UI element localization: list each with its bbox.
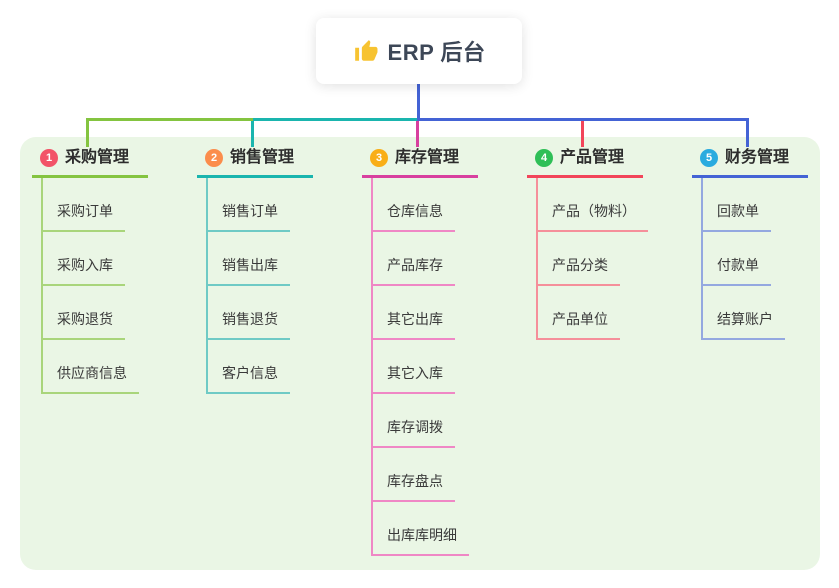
child-node-row: 仓库信息	[371, 178, 478, 232]
child-node[interactable]: 产品库存	[371, 255, 455, 286]
child-node[interactable]: 其它入库	[371, 363, 455, 394]
child-node-row: 产品分类	[536, 232, 648, 286]
child-node[interactable]: 结算账户	[701, 309, 785, 340]
root-node[interactable]: ERP 后台	[316, 18, 522, 84]
branch-number-badge: 1	[40, 149, 58, 167]
child-node[interactable]: 库存调拨	[371, 417, 455, 448]
child-node-row: 采购退货	[41, 286, 148, 340]
child-node-row: 回款单	[701, 178, 808, 232]
child-node-row: 其它出库	[371, 286, 478, 340]
branch-drop-line-1	[86, 121, 89, 147]
child-node-row: 其它入库	[371, 340, 478, 394]
child-node-row: 付款单	[701, 232, 808, 286]
branch-2: 2 销售管理销售订单销售出库销售退货客户信息	[197, 148, 313, 394]
child-node-row: 销售退货	[206, 286, 313, 340]
root-vertical-line	[417, 84, 420, 121]
child-node[interactable]: 采购退货	[41, 309, 125, 340]
branches-background-panel	[20, 137, 820, 570]
child-node[interactable]: 采购入库	[41, 255, 125, 286]
child-node[interactable]: 销售订单	[206, 201, 290, 232]
child-node-row: 产品单位	[536, 286, 648, 340]
child-node[interactable]: 产品单位	[536, 309, 620, 340]
child-node[interactable]: 其它出库	[371, 309, 455, 340]
branch-children: 销售订单销售出库销售退货客户信息	[206, 178, 313, 394]
trunk-right-blue	[417, 118, 749, 121]
trunk-left-green	[86, 118, 253, 121]
branch-number-badge: 5	[700, 149, 718, 167]
child-node-row: 库存盘点	[371, 448, 478, 502]
branch-node-label: 产品管理	[560, 149, 625, 166]
child-node[interactable]: 采购订单	[41, 201, 125, 232]
child-node-row: 库存调拨	[371, 394, 478, 448]
branch-node-4[interactable]: 4 产品管理	[527, 148, 643, 178]
child-node-row: 产品（物料）	[536, 178, 648, 232]
branch-number-badge: 4	[535, 149, 553, 167]
branch-drop-line-3	[416, 121, 419, 147]
branch-drop-line-5	[746, 121, 749, 147]
branch-node-1[interactable]: 1 采购管理	[32, 148, 148, 178]
branch-5: 5 财务管理回款单付款单结算账户	[692, 148, 808, 340]
branch-children: 产品（物料） 产品分类产品单位	[536, 178, 648, 340]
branch-drop-line-2	[251, 121, 254, 147]
child-node-row: 客户信息	[206, 340, 313, 394]
child-node[interactable]: 付款单	[701, 255, 771, 286]
child-node-row: 销售订单	[206, 178, 313, 232]
branch-node-label: 销售管理	[230, 149, 295, 166]
child-node-row: 销售出库	[206, 232, 313, 286]
child-node[interactable]: 库存盘点	[371, 471, 455, 502]
branch-number-badge: 3	[370, 149, 388, 167]
branch-node-5[interactable]: 5 财务管理	[692, 148, 808, 178]
child-node[interactable]: 供应商信息	[41, 363, 139, 394]
child-node[interactable]: 仓库信息	[371, 201, 455, 232]
root-node-title: ERP 后台	[387, 40, 486, 65]
child-node-row: 供应商信息	[41, 340, 148, 394]
child-node-row: 结算账户	[701, 286, 808, 340]
branch-node-label: 采购管理	[65, 149, 130, 166]
branch-3: 3 库存管理仓库信息产品库存其它出库其它入库库存调拨库存盘点出库库明细	[362, 148, 478, 556]
branch-node-label: 库存管理	[395, 149, 460, 166]
child-node-row: 采购入库	[41, 232, 148, 286]
branch-4: 4 产品管理产品（物料） 产品分类产品单位	[527, 148, 648, 340]
child-node[interactable]: 销售退货	[206, 309, 290, 340]
thumbs-up-icon	[354, 40, 377, 61]
branch-node-3[interactable]: 3 库存管理	[362, 148, 478, 178]
child-node[interactable]: 销售出库	[206, 255, 290, 286]
child-node[interactable]: 回款单	[701, 201, 771, 232]
branch-node-label: 财务管理	[725, 149, 790, 166]
child-node[interactable]: 产品分类	[536, 255, 620, 286]
branch-number-badge: 2	[205, 149, 223, 167]
child-node[interactable]: 客户信息	[206, 363, 290, 394]
child-node-row: 产品库存	[371, 232, 478, 286]
branch-children: 仓库信息产品库存其它出库其它入库库存调拨库存盘点出库库明细	[371, 178, 478, 556]
branch-children: 回款单付款单结算账户	[701, 178, 808, 340]
trunk-left-teal	[251, 118, 417, 121]
child-node-row: 采购订单	[41, 178, 148, 232]
branch-node-2[interactable]: 2 销售管理	[197, 148, 313, 178]
child-node[interactable]: 产品（物料）	[536, 201, 648, 232]
child-node[interactable]: 出库库明细	[371, 525, 469, 556]
branch-1: 1 采购管理采购订单采购入库采购退货供应商信息	[32, 148, 148, 394]
branch-children: 采购订单采购入库采购退货供应商信息	[41, 178, 148, 394]
branch-drop-line-4	[581, 121, 584, 147]
child-node-row: 出库库明细	[371, 502, 478, 556]
